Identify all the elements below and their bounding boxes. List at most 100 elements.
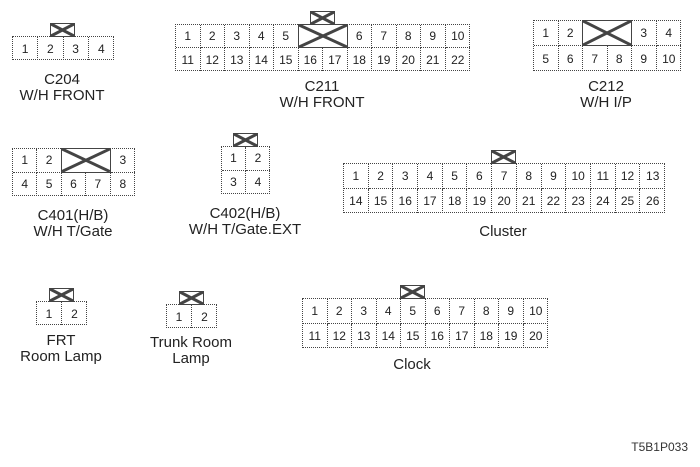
pin-cell: 6 (347, 25, 372, 48)
pin-cell: 6 (559, 46, 583, 71)
connector-title: FRT (46, 332, 76, 349)
pin-cell: 16 (299, 48, 323, 71)
pin-cell: 4 (418, 164, 443, 189)
pin-cell: 17 (450, 323, 475, 348)
pin-cell: 4 (376, 299, 401, 324)
pin-cell: 7 (492, 164, 517, 189)
connector-label: Cluster (403, 224, 603, 240)
pin-cell: 12 (328, 323, 352, 348)
pin-cell: 1 (37, 302, 62, 325)
pin-cell: 17 (323, 48, 348, 71)
pin-cell: 12 (615, 164, 641, 189)
pin-cell: 9 (421, 25, 446, 48)
pin-cell: 22 (542, 188, 567, 213)
pin-cell: 1 (13, 37, 39, 60)
pin-cell: 6 (62, 172, 87, 196)
pin-cell: 1 (534, 21, 559, 46)
pin-cell: 2 (37, 149, 62, 173)
pin-cell: 4 (98, 41, 105, 56)
pin-cell: 8 (119, 177, 127, 192)
pin-cell: 2 (200, 25, 225, 48)
pin-cell: 8 (516, 164, 542, 189)
connector-title: C212 (588, 78, 624, 95)
connector-subtitle: W/H FRONT (279, 94, 365, 111)
pin-cell: 10 (523, 299, 548, 324)
pin-cell: 3 (393, 164, 419, 189)
pin-cell: 3 (352, 299, 377, 324)
connector-title: C204 (44, 71, 80, 88)
connector-subtitle: W/H T/Gate (33, 223, 113, 240)
pin-cell: 9 (632, 46, 657, 71)
pin-cell: 19 (468, 188, 493, 213)
pin-cell: 11 (176, 48, 201, 71)
connector-subtitle: W/H T/Gate.EXT (188, 221, 302, 238)
locking-tab-icon (399, 285, 425, 299)
pin-cell: 24 (591, 188, 616, 213)
pin-cell: 8 (608, 46, 632, 71)
pin-cell: 14 (377, 323, 401, 348)
connector-subtitle: W/H FRONT (19, 87, 105, 104)
pin-cell: 7 (372, 25, 397, 48)
figure-code: T5B1P033 (631, 440, 688, 454)
connector-title: C211 (304, 78, 340, 95)
pin-cell: 9 (499, 299, 524, 324)
pin-cell: 15 (401, 323, 426, 348)
pin-cell: 20 (397, 48, 421, 71)
locking-tab-icon (178, 291, 204, 305)
pin-cell: 19 (372, 48, 397, 71)
pin-cell: 5 (534, 46, 559, 71)
pin-cell: 13 (225, 48, 250, 71)
pin-cell: 8 (396, 25, 421, 48)
connector-title: Clock (393, 356, 431, 373)
pin-cell: 1 (303, 299, 328, 324)
pin-cell: 1 (167, 305, 192, 328)
pin-cell: 7 (86, 172, 111, 196)
pin-cell: 2 (71, 306, 78, 321)
connector-label: C401(H/B)W/H T/Gate (0, 208, 173, 240)
pin-cell: 3 (632, 21, 657, 46)
pin-cell: 3 (110, 149, 135, 173)
pin-cell: 4 (254, 175, 262, 190)
pin-cell: 15 (274, 48, 299, 71)
locking-tab-icon (309, 11, 335, 25)
connector-subtitle: W/H I/P (580, 94, 632, 111)
pin-cell: 11 (303, 323, 328, 348)
pin-cell: 2 (201, 309, 208, 324)
pin-cell: 1 (13, 149, 38, 173)
pin-cell: 6 (467, 164, 493, 189)
pin-cell: 10 (445, 25, 470, 48)
pin-cell: 3 (222, 170, 246, 194)
pin-cell: 2 (558, 21, 583, 46)
locking-tab-icon (491, 150, 517, 164)
pin-cell: 7 (450, 299, 475, 324)
connector-subtitle: Room Lamp (20, 348, 102, 365)
pin-cell: 4 (249, 25, 274, 48)
blocked-cavity-icon (60, 148, 111, 173)
pin-cell: 2 (327, 299, 352, 324)
connector-label: Clock (312, 357, 512, 373)
pin-cell: 5 (37, 172, 62, 196)
pin-cell: 14 (250, 48, 274, 71)
pin-cell: 1 (344, 164, 369, 189)
pin-cell: 15 (369, 188, 394, 213)
connector-title: Trunk Room (150, 334, 232, 351)
pin-cell: 1 (176, 25, 201, 48)
pin-cell: 9 (541, 164, 567, 189)
pin-cell: 16 (393, 188, 419, 213)
pin-cell: 5 (274, 25, 299, 48)
pin-cell: 21 (421, 48, 446, 71)
blocked-cavity-icon (297, 24, 348, 48)
pin-cell: 16 (426, 323, 450, 348)
pin-cell: 25 (616, 188, 641, 213)
pin-cell: 18 (443, 188, 468, 213)
